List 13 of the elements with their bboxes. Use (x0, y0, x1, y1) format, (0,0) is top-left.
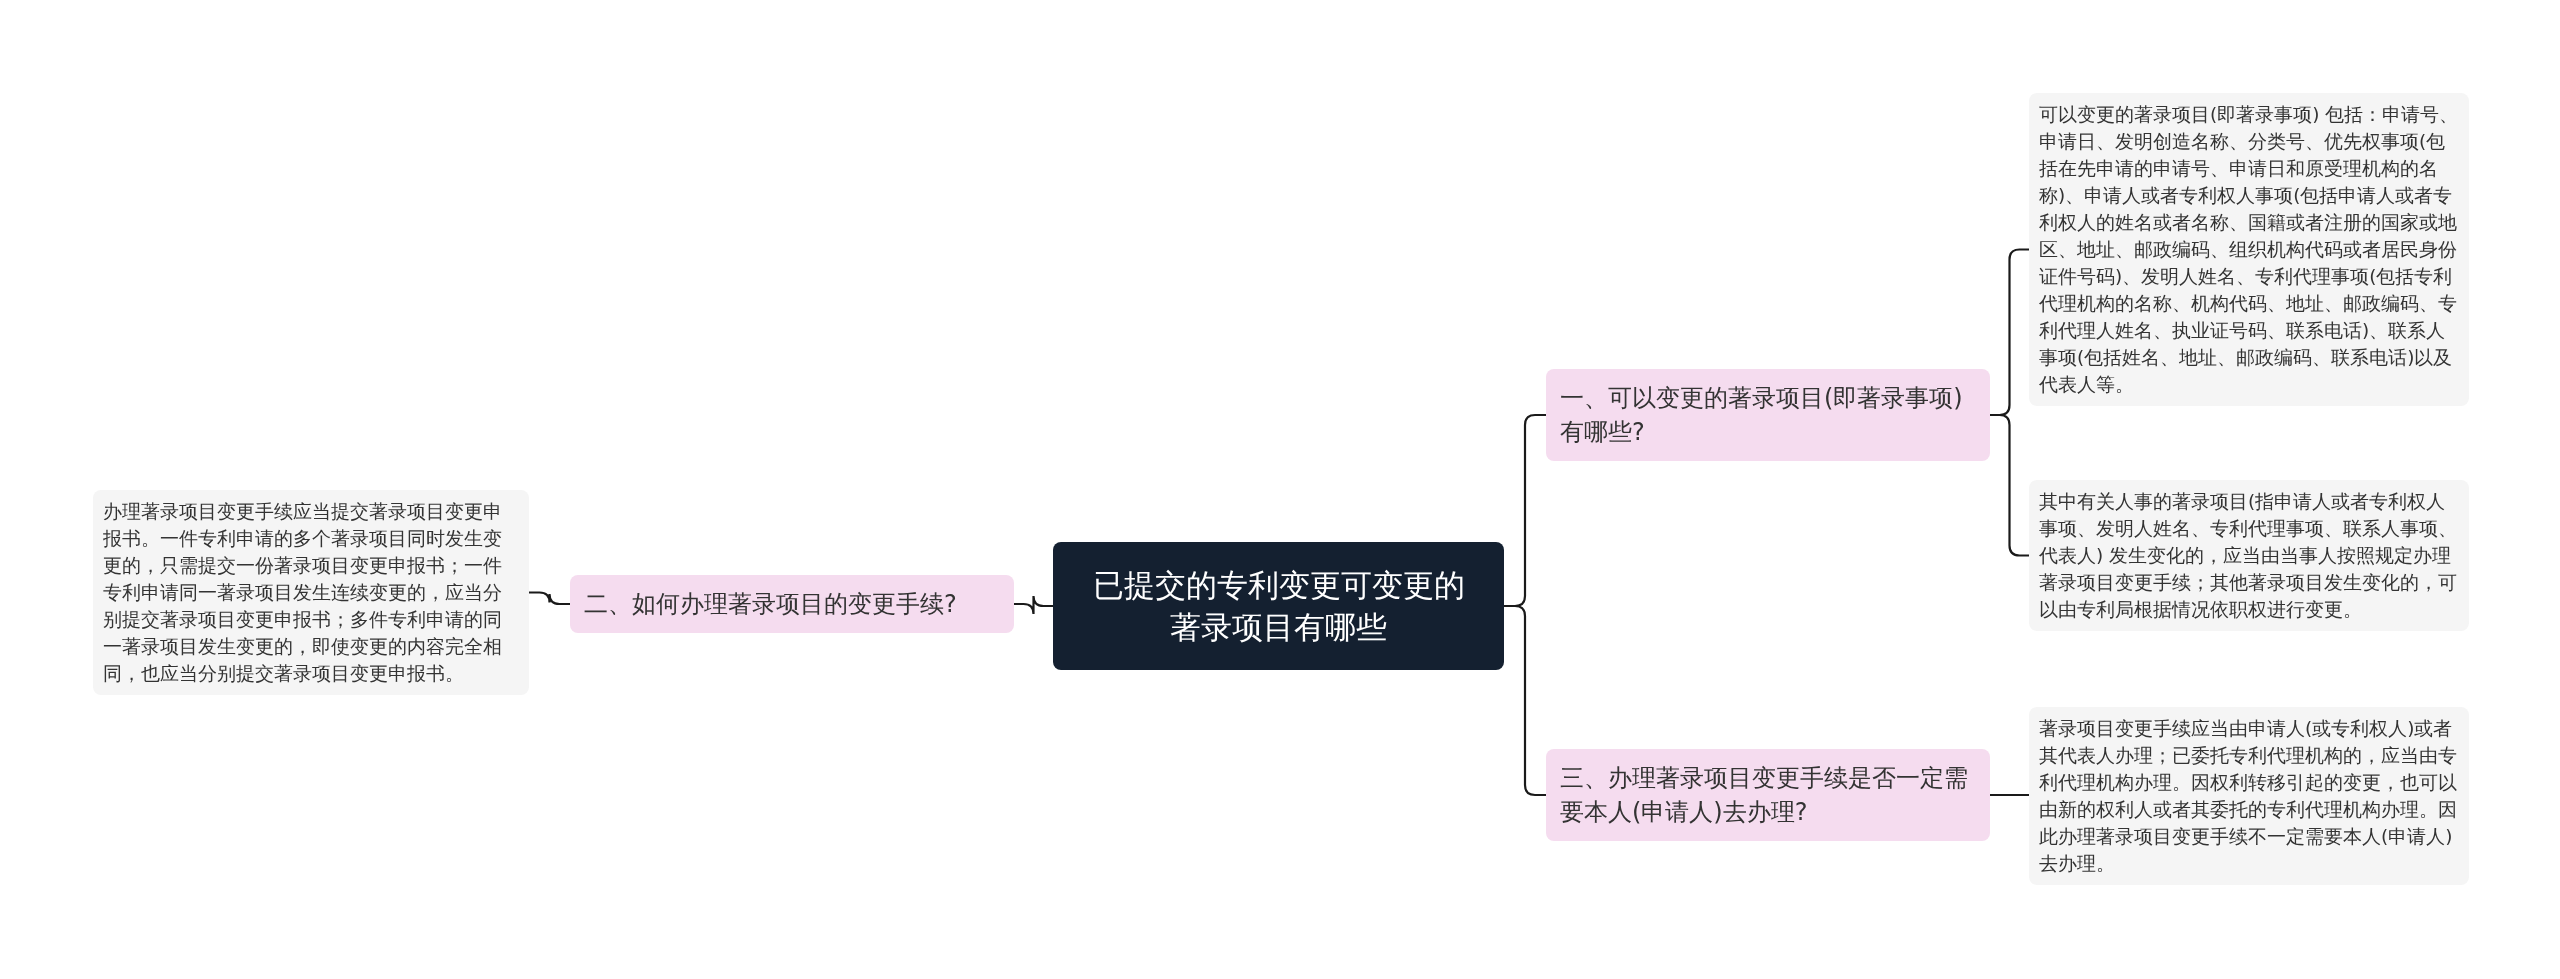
topic-box: 一、可以变更的著录项目(即著录事项)有哪些? (1546, 369, 1990, 461)
connector-line (529, 591, 570, 606)
connector-line (1014, 594, 1053, 616)
note-box: 可以变更的著录项目(即著录事项) 包括：申请号、申请日、发明创造名称、分类号、优先权事项(包括在先申请的申请号、申请日和原受理机构的名称)、申请人或者专利权人事项(包括申请人或者专利权人的姓名或者名称、国籍或者注册的国家或地区、地址、邮政编码、组织机构代码或者居民身份证件号码)、发明人姓名、专利代理事项(包括专利代理机构的名称、机构代码、地址、邮政编码、专利代理人姓名、执业证号码、联系电话)、联系人事项(包括姓名、地址、邮政编码、联系电话)以及代表人等。 (2029, 93, 2469, 406)
topic-box: 三、办理著录项目变更手续是否一定需要本人(申请人)去办理? (1546, 749, 1990, 841)
connector-line (1504, 604, 1546, 797)
connector-line (1990, 793, 2029, 797)
note-box: 著录项目变更手续应当由申请人(或专利权人)或者其代表人办理；已委托专利代理机构的，应当由专利代理机构办理。因权利转移引起的变更，也可以由新的权利人或者其委托的专利代理机构办理。因此办理著录项目变更手续不一定需要本人(申请人)去办理。 (2029, 707, 2469, 885)
topic-box: 二、如何办理著录项目的变更手续? (570, 575, 1014, 633)
note-box: 其中有关人事的著录项目(指申请人或者专利权人事项、发明人姓名、专利代理事项、联系人事项、代表人) 发生变化的，应当由当事人按照规定办理著录项目变更手续；其他著录项目发生变化的，可以由专利局根据情况依职权进行变更。 (2029, 480, 2469, 631)
connector-line (1990, 413, 2029, 557)
note-box: 办理著录项目变更手续应当提交著录项目变更申报书。一件专利申请的多个著录项目同时发生变更的，只需提交一份著录项目变更申报书；一件专利申请同一著录项目发生连续变更的，应当分别提交著录项目变更申报书；多件专利申请的同一著录项目发生变更的，即使变更的内容完全相同，也应当分别提交著录项目变更申报书。 (93, 490, 529, 695)
central-topic-box: 已提交的专利变更可变更的著录项目有哪些 (1053, 542, 1504, 670)
